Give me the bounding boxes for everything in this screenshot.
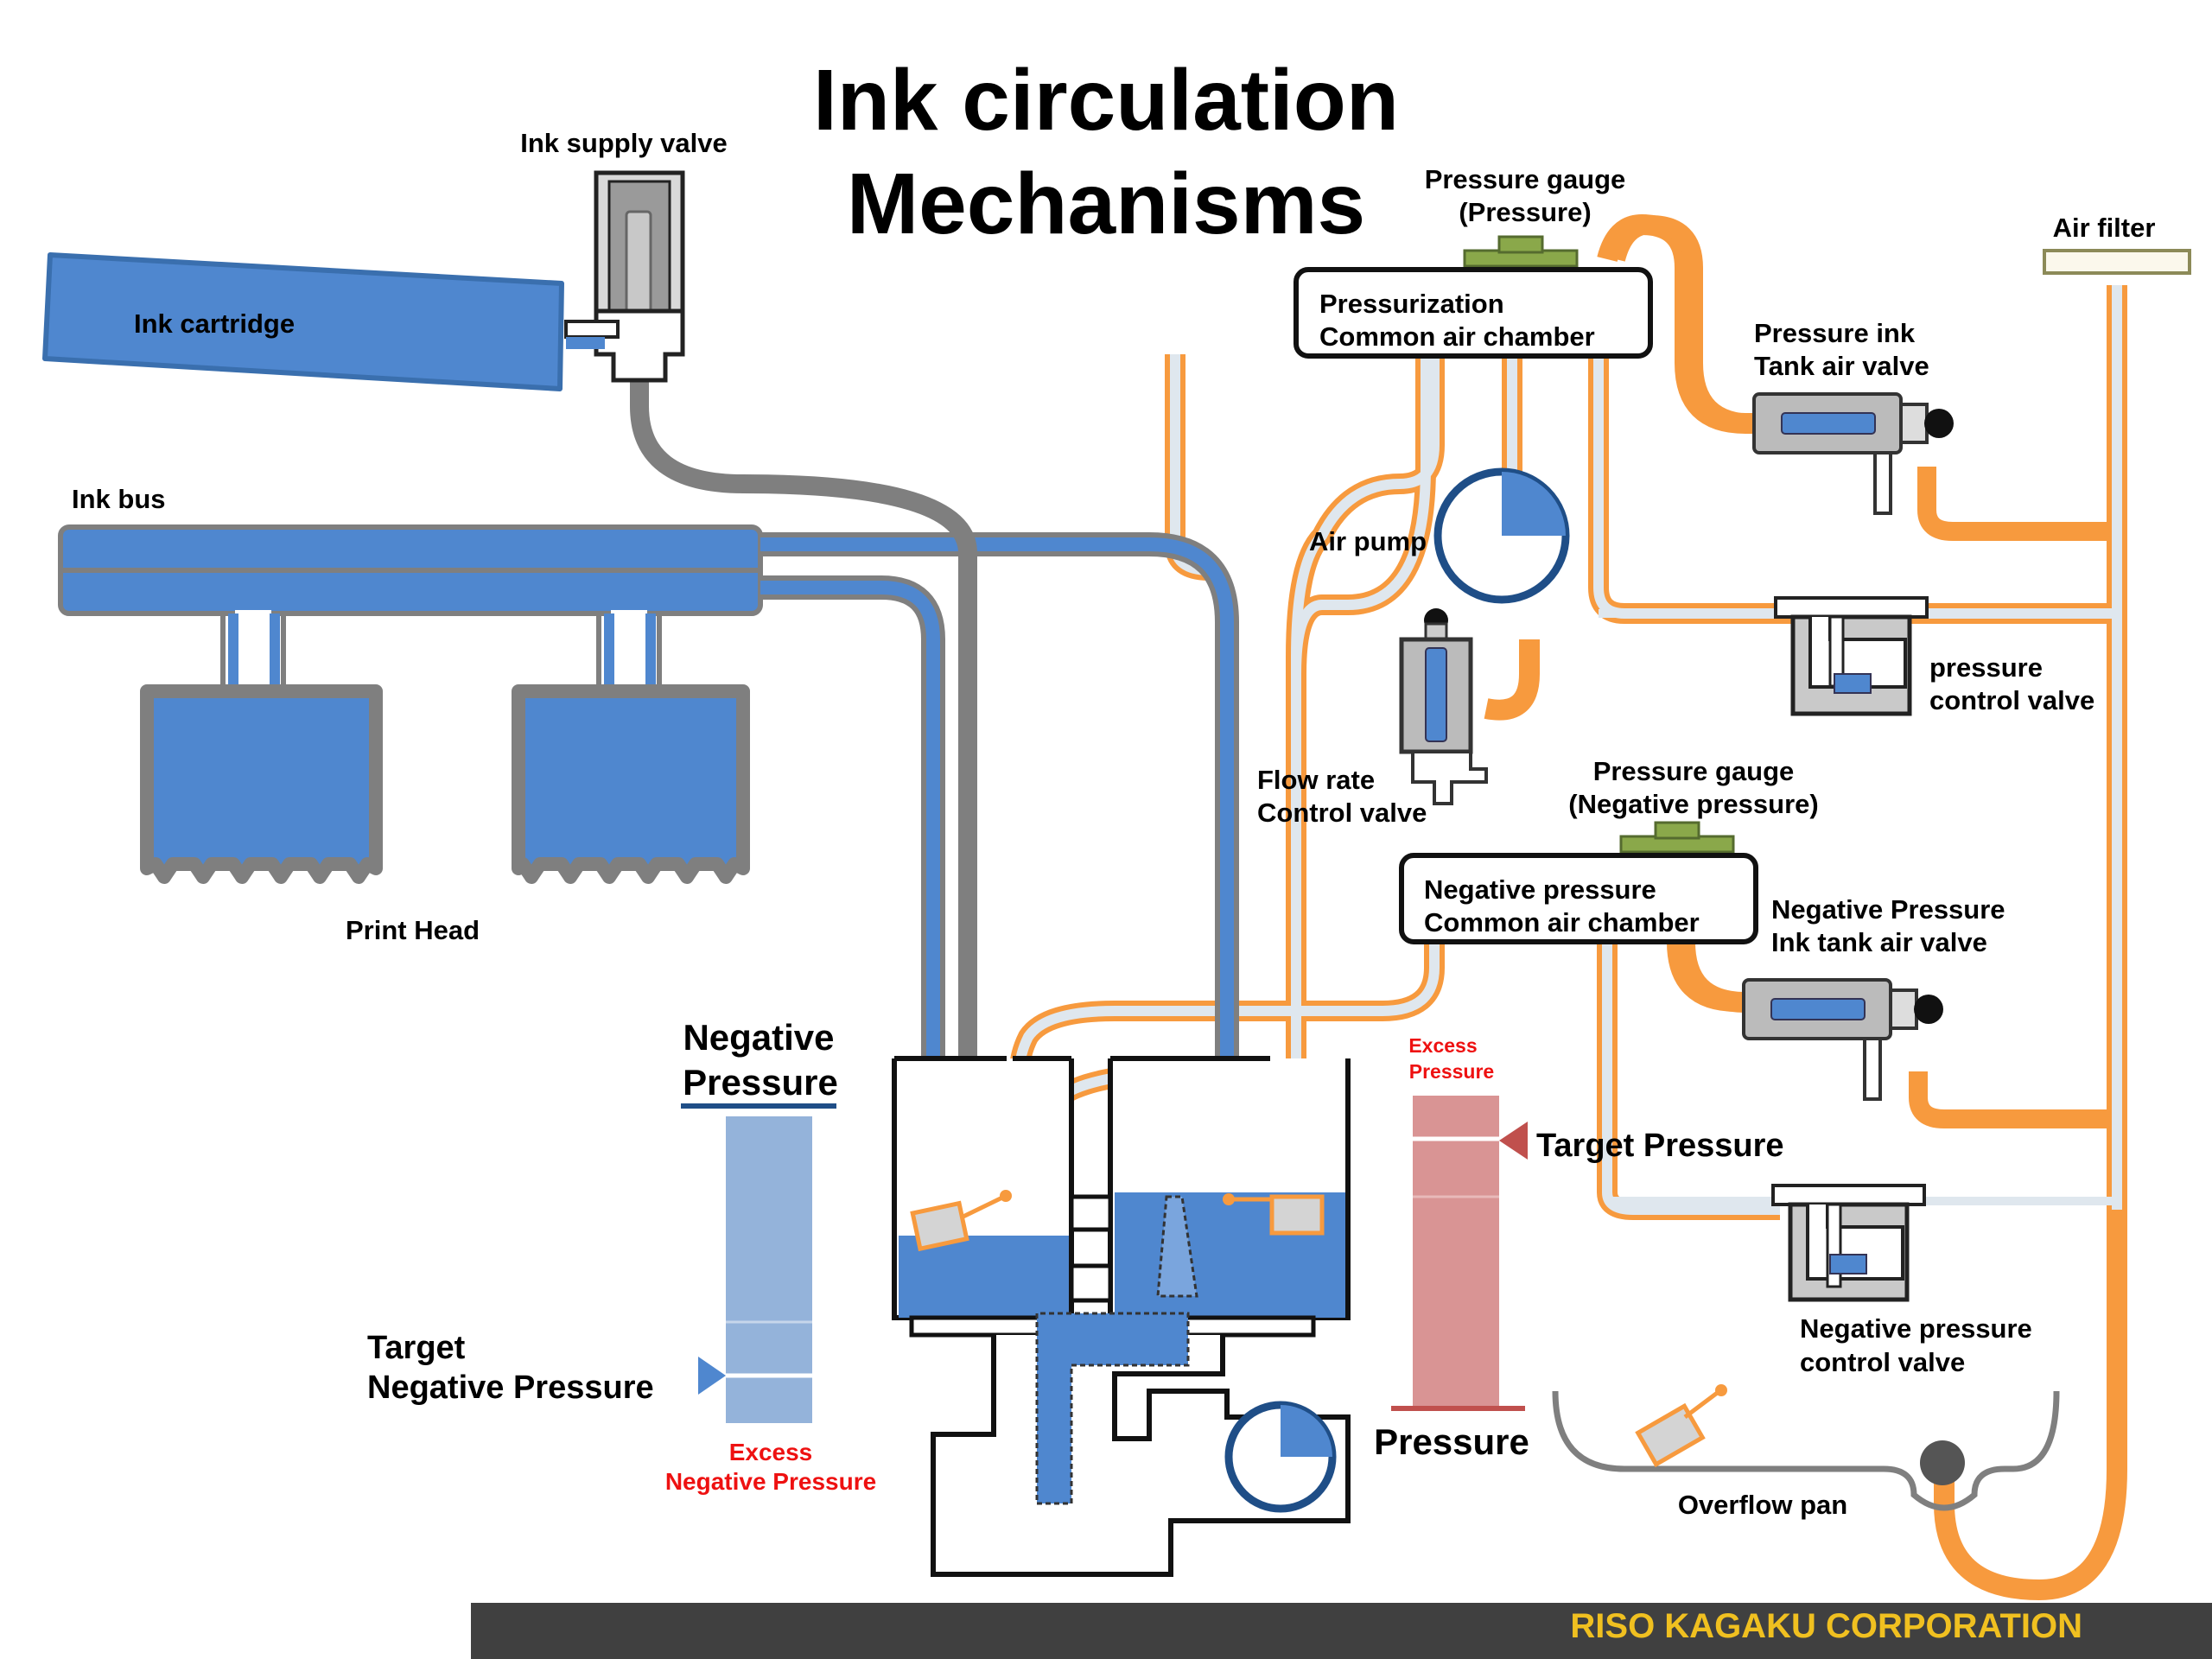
flow-rate-control-valve [1399,608,1488,805]
pressure-gauge-negative-label-2: (Negative pressure) [1568,789,1818,819]
air-filter-label: Air filter [2053,213,2156,243]
negative-pressure-control-valve [1771,1184,1926,1302]
pressure-gauge-negative-label-1: Pressure gauge [1593,756,1795,786]
target-negative-marker [698,1357,726,1395]
overflow-pan-label: Overflow pan [1678,1490,1847,1520]
ink-tank-right [1108,1056,1351,1320]
print-head-label: Print Head [346,915,480,945]
pressurization-chamber [1294,267,1653,359]
negative-chamber-label-2: Common air chamber [1424,907,1700,938]
pressurization-chamber-label-2: Common air chamber [1319,321,1595,352]
negative-control-valve-label-2: control valve [1800,1347,1965,1377]
print-head-2 [512,610,750,884]
pressure-control-valve-label-2: control valve [1929,685,2094,715]
title-line-2: Mechanisms [847,156,1365,252]
pressure-control-valve-label-1: pressure [1929,652,2043,683]
air-pump [1433,467,1570,604]
ink-bus [58,524,1239,1296]
title-line-1: Ink circulation [813,52,1399,149]
pressure-ink-tank-valve-label-1: Pressure ink [1754,318,1916,348]
ink-bus-label: Ink bus [72,484,166,514]
negative-pressure-meter [681,1103,836,1423]
target-negative-label-2: Negative Pressure [367,1370,654,1406]
pressure-gauge-top [1463,235,1579,268]
ink-supply-line [630,363,977,1279]
negative-ink-tank-valve-label-2: Ink tank air valve [1771,927,1987,957]
pressure-ink-tank-valve-label-2: Tank air valve [1754,351,1929,381]
target-pressure-marker [1499,1122,1528,1160]
footer-company: RISO KAGAKU CORPORATION [1570,1607,2082,1645]
negative-chamber-label-1: Negative pressure [1424,874,1656,905]
negative-ink-tank-valve-label-1: Negative Pressure [1771,894,2005,925]
target-pressure-label: Target Pressure [1536,1128,1784,1164]
pressure-gauge-label-1: Pressure gauge [1425,164,1626,194]
air-filter [2043,249,2191,275]
print-head-1 [140,610,383,884]
overflow-pan [1552,1384,2060,1511]
flow-rate-valve-label-1: Flow rate [1257,765,1375,795]
negative-pressure-heading-2: Pressure [683,1062,838,1103]
pressure-label: Pressure [1374,1421,1529,1462]
pressure-control-valve [1774,596,1929,716]
negative-chamber [1399,853,1758,944]
ink-tank-left [892,1056,1074,1320]
excess-negative-label-2: Negative Pressure [665,1468,876,1495]
pressure-meter [1391,1096,1528,1411]
excess-pressure-label-2: Pressure [1409,1060,1494,1083]
ink-supply-valve [564,170,685,383]
float-right [1223,1193,1325,1236]
excess-negative-label-1: Excess [729,1439,813,1465]
negative-control-valve-label-1: Negative pressure [1800,1313,2032,1344]
pressure-gauge-negative [1619,821,1735,854]
pump-housing [931,1312,1351,1577]
excess-pressure-label-1: Excess [1408,1034,1477,1057]
target-negative-label-1: Target [367,1330,466,1366]
footer-bar [471,1603,2212,1659]
negative-pressure-heading-1: Negative [683,1017,834,1058]
pressurization-chamber-label-1: Pressurization [1319,289,1504,319]
pressure-gauge-label-2: (Pressure) [1459,197,1591,227]
float-left [910,1190,1012,1252]
ink-cartridge-label: Ink cartridge [134,308,295,339]
air-pump-label: Air pump [1309,526,1427,556]
ink-supply-valve-label: Ink supply valve [520,128,728,158]
ink-cartridge [42,252,564,391]
flow-rate-valve-label-2: Control valve [1257,798,1427,828]
